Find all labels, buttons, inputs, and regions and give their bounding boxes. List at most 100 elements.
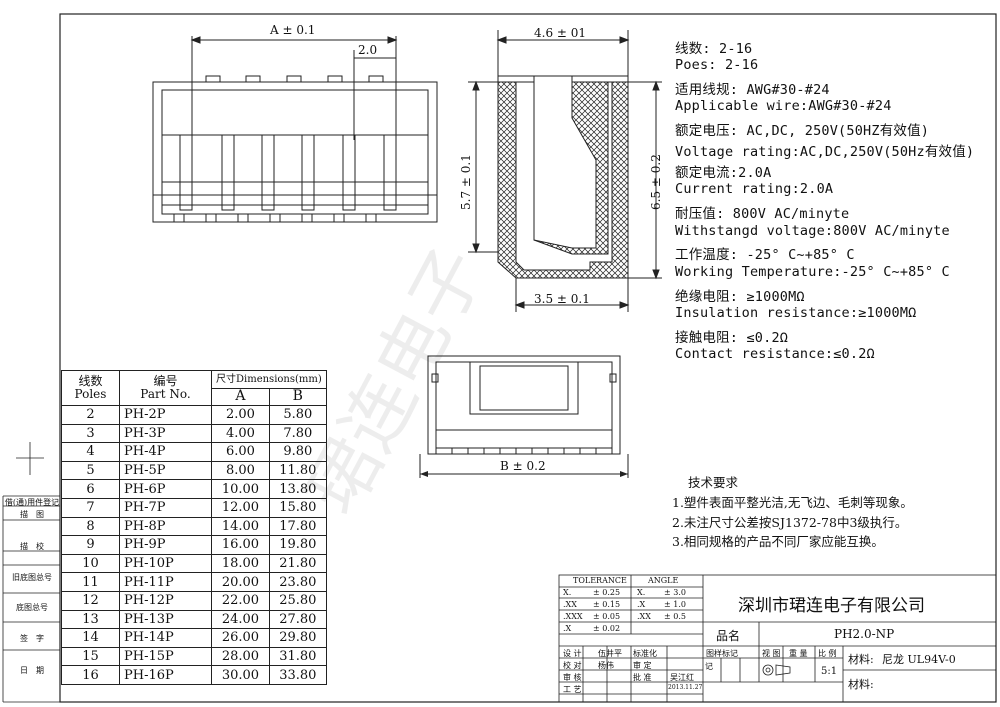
poles-cell: 10 <box>61 553 120 574</box>
dim-a-cell: 28.00 <box>211 646 270 667</box>
spec-line: 适用线规: AWG#30-#24 <box>675 82 830 98</box>
spec-line: Voltage rating:AC,DC,250V(50Hz有效值) <box>675 144 975 160</box>
tolerance-cell: ± 0.05 <box>593 612 621 621</box>
tech-item: 2.未注尺寸公差按SJ1372-78中3级执行。 <box>672 515 908 530</box>
header-a: A <box>211 387 270 406</box>
sign-cell: 审 核 <box>563 673 582 682</box>
spec-line: Working Temperature:-25° C~+85° C <box>675 264 950 280</box>
dim-a-cell: 12.00 <box>211 497 270 518</box>
tolerance-cell: .X <box>563 624 572 633</box>
dim-b-cell: 17.80 <box>268 516 327 537</box>
side-label: 描 图 <box>20 510 44 519</box>
dim-b-cell: 27.80 <box>268 609 327 630</box>
part-cell: PH-4P <box>119 442 212 462</box>
spec-line: 绝缘电阻: ≥1000MΩ <box>675 289 805 305</box>
spec-line: Insulation resistance:≥1000MΩ <box>675 305 917 321</box>
part-cell: PH-9P <box>119 535 212 555</box>
dim-a-cell: 10.00 <box>211 479 270 499</box>
dim-width-label: 4.6 ± 01 <box>534 26 586 40</box>
side-label: 底图总号 <box>16 603 48 612</box>
dim-a-cell: 8.00 <box>211 460 270 481</box>
product-name: PH2.0-NP <box>834 627 895 641</box>
dim-height1-label: 5.7 ± 0.1 <box>459 154 473 210</box>
spec-line: 工作温度: -25° C~+85° C <box>675 247 855 263</box>
sign-cell: 杨伟 <box>598 661 614 670</box>
dim-a-cell: 16.00 <box>211 535 270 555</box>
sign-cell: 工 艺 <box>563 685 582 694</box>
spec-line: 额定电压: AC,DC, 250V(50HZ有效值) <box>675 123 930 139</box>
spec-line: Applicable wire:AWG#30-#24 <box>675 98 892 114</box>
part-cell: PH-5P <box>119 460 212 481</box>
material-label-2: 材料: <box>848 678 874 691</box>
section-view <box>468 30 662 312</box>
ji-label: 记 <box>705 662 713 671</box>
spec-line: Contact resistance:≤0.2Ω <box>675 346 875 362</box>
scale-label: 比 例 <box>818 649 837 658</box>
dim-a-cell: 4.00 <box>211 423 270 444</box>
part-cell: PH-2P <box>119 405 212 425</box>
poles-cell: 11 <box>61 572 120 592</box>
tolerance-cell: X. <box>563 588 572 597</box>
spec-line: 耐压值: 800V AC/minyte <box>675 206 850 222</box>
part-cell: PH-7P <box>119 497 212 518</box>
poles-cell: 8 <box>61 516 120 537</box>
bottom-view <box>419 355 629 478</box>
header-b: B <box>268 387 327 406</box>
dim-b-label: B ± 0.2 <box>500 459 546 473</box>
tolerance-cell: ± 0.02 <box>593 624 621 633</box>
tolerance-cell: ± 0.25 <box>593 588 621 597</box>
sign-cell: 审 定 <box>633 661 652 670</box>
sign-cell: 标准化 <box>633 649 657 658</box>
spec-line: Withstangd voltage:800V AC/minyte <box>675 223 950 239</box>
dim-a-cell: 26.00 <box>211 628 270 648</box>
scale-value: 5:1 <box>821 666 838 677</box>
part-cell: PH-3P <box>119 423 212 444</box>
part-cell: PH-13P <box>119 609 212 630</box>
poles-cell: 12 <box>61 590 120 611</box>
approver: 吴江红 <box>670 673 694 682</box>
tolerance-header: TOLERANCE <box>573 576 627 585</box>
dim-b-cell: 19.80 <box>268 535 327 555</box>
product-name-label: 品名 <box>716 629 741 643</box>
poles-cell: 3 <box>61 423 120 444</box>
mark-label: 图样标记 <box>706 649 738 658</box>
sign-cell: 校 对 <box>563 661 582 670</box>
part-cell: PH-6P <box>119 479 212 499</box>
sign-cell: 设 计 <box>563 649 582 658</box>
binding-strip <box>2 495 60 703</box>
part-cell: PH-8P <box>119 516 212 537</box>
dim-b-cell: 11.80 <box>268 460 327 481</box>
side-label: 旧底图总号 <box>12 573 52 582</box>
part-cell: PH-14P <box>119 628 212 648</box>
dim-a-cell: 18.00 <box>211 553 270 574</box>
spec-line: 接触电阻: ≤0.2Ω <box>675 330 789 346</box>
front-view <box>152 36 438 223</box>
side-label: 借(通)用件登记 <box>4 498 60 507</box>
tolerance-cell: ± 1.0 <box>664 600 686 609</box>
dim-b-cell: 7.80 <box>268 423 327 444</box>
dim-b-cell: 25.80 <box>268 590 327 611</box>
tolerance-cell: X. <box>637 588 646 597</box>
dim-b-cell: 23.80 <box>268 572 327 592</box>
side-label: 日 期 <box>20 666 44 675</box>
part-cell: PH-12P <box>119 590 212 611</box>
poles-cell: 7 <box>61 497 120 518</box>
tech-item: 1.塑件表面平整光洁,无飞边、毛刺等现象。 <box>672 495 913 510</box>
spec-line: Current rating:2.0A <box>675 181 834 197</box>
part-cell: PH-16P <box>119 665 212 685</box>
material-label: 材料: <box>848 653 874 666</box>
title-block-grid <box>558 574 997 703</box>
dim-a-cell: 24.00 <box>211 609 270 630</box>
dim-a-cell: 20.00 <box>211 572 270 592</box>
views-label: 视 图 <box>762 649 781 658</box>
side-label: 描 校 <box>20 542 44 551</box>
